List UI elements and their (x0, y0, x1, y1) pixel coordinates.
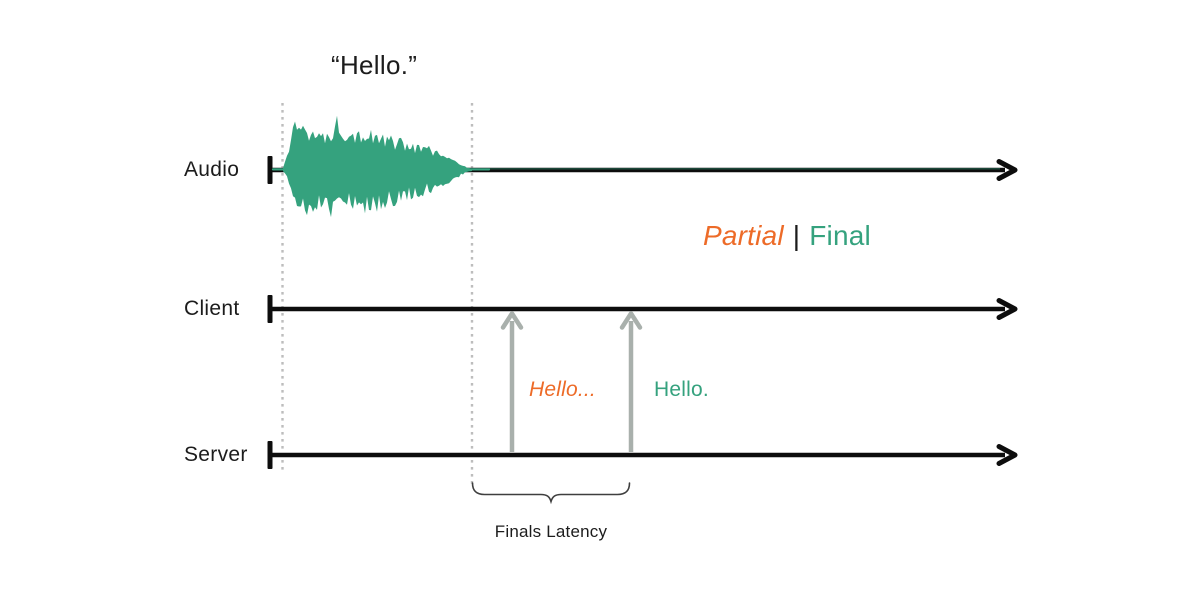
server-arrowhead-icon (996, 444, 1018, 466)
legend-final-label: Final (809, 220, 871, 251)
lane-label-audio: Audio (184, 158, 240, 181)
audio-start-tick (267, 156, 273, 184)
partial-arrowhead-icon (500, 311, 524, 330)
latency-brace (471, 482, 631, 505)
lane-label-client: Client (184, 297, 240, 320)
partial-result-arrow (500, 311, 524, 452)
legend: Partial | Final (703, 220, 871, 252)
server-timeline (267, 441, 1018, 469)
finals-latency-label: Finals Latency (494, 522, 608, 541)
legend-separator: | (792, 220, 801, 251)
client-start-tick (267, 295, 273, 323)
final-arrowhead-icon (619, 311, 643, 330)
server-start-tick (267, 441, 273, 469)
legend-partial-label: Partial (703, 220, 784, 251)
final-transcript-label: Hello. (654, 378, 709, 401)
client-arrowhead-icon (996, 298, 1018, 320)
client-timeline (267, 295, 1018, 323)
partial-transcript-label: Hello... (529, 378, 596, 401)
final-result-arrow (619, 311, 643, 452)
utterance-label: “Hello.” (331, 50, 418, 80)
lane-label-server: Server (184, 443, 248, 466)
speech-waveform (283, 115, 472, 218)
audio-arrowhead-icon (996, 159, 1018, 181)
